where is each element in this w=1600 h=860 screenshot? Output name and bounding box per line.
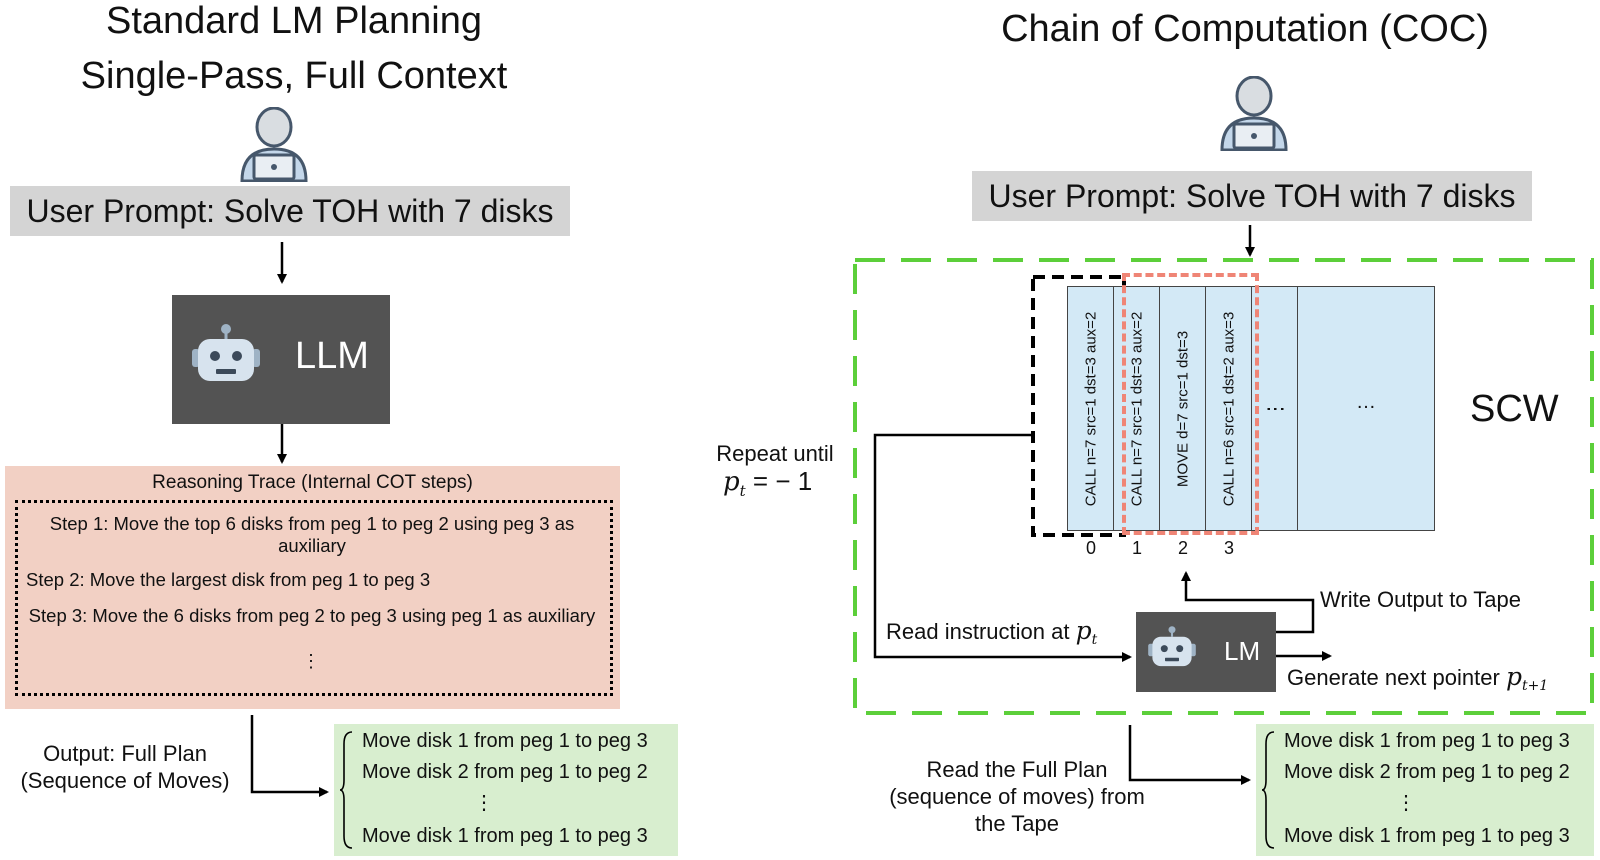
tape-cell-2: MOVE d=7 src=1 dst=3: [1160, 287, 1206, 530]
read-plan-line1: Read the Full Plan: [926, 757, 1108, 782]
arrow-repeat-loop: [873, 433, 1132, 662]
arrow-to-output-plan: [250, 715, 329, 797]
robot-icon: [1148, 626, 1196, 667]
tape-cell-4-text: ⋮: [1264, 398, 1286, 419]
tape: CALL n=7 src=1 dst=3 aux=2 CALL n=7 src=…: [1067, 286, 1435, 531]
left-plan-brace: [340, 731, 353, 849]
left-title-line1: Standard LM Planning: [105, 0, 483, 42]
right-user-prompt: User Prompt: Solve TOH with 7 disks: [972, 171, 1532, 221]
right-plan-brace: [1262, 731, 1275, 849]
tape-cell-0: CALL n=7 src=1 dst=3 aux=2: [1068, 287, 1114, 530]
tape-index-3: 3: [1223, 538, 1234, 558]
repeat-label: Repeat until: [716, 441, 834, 466]
reasoning-trace-box: Reasoning Trace (Internal COT steps) Ste…: [5, 466, 620, 709]
right-title: Chain of Computation (COC): [1001, 8, 1489, 50]
scw-border: [853, 258, 1594, 715]
left-output-label-line1: Output: Full Plan: [43, 741, 207, 766]
llm-block: LLM: [172, 295, 390, 424]
tape-cell-4: ⋮: [1252, 287, 1298, 530]
read-plan-label: Read the Full Plan (sequence of moves) f…: [872, 756, 1162, 837]
read-plan-line2: (sequence of moves) from: [889, 784, 1145, 809]
left-plan-move-last: Move disk 1 from peg 1 to peg 3: [362, 825, 648, 847]
tape-cell-5: …: [1298, 287, 1434, 530]
left-plan-ellipsis: ⋮: [474, 792, 494, 814]
user-icon: [240, 107, 308, 182]
tape-cell-3: CALL n=6 src=1 dst=2 aux=3: [1206, 287, 1252, 530]
generate-pointer-var: p: [1505, 662, 1522, 691]
read-plan-line3: the Tape: [974, 811, 1059, 836]
generate-pointer-sub: t+1: [1521, 678, 1549, 695]
read-instruction-text: Read instruction at: [886, 619, 1070, 644]
right-plan-move-last: Move disk 1 from peg 1 to peg 3: [1284, 825, 1570, 847]
read-pointer-sub: t: [1091, 632, 1098, 649]
cot-step-3: Step 3: Move the 6 disks from peg 2 to p…: [28, 605, 596, 626]
tape-index-0: 0: [1085, 538, 1096, 558]
cot-steps-box: Step 1: Move the top 6 disks from peg 1 …: [15, 500, 613, 696]
tape-cell-0-text: CALL n=7 src=1 dst=3 aux=2: [1082, 311, 1099, 506]
repeat-formula: pt = − 1: [723, 466, 813, 501]
arrow-read-plan: [1128, 725, 1251, 785]
llm-label: LLM: [295, 335, 369, 377]
left-output-label-line2: (Sequence of Moves): [20, 768, 230, 793]
cot-step-1: Step 1: Move the top 6 disks from peg 1 …: [49, 513, 575, 556]
tape-index-2: 2: [1177, 538, 1188, 558]
arrow-write-output: [1181, 571, 1315, 634]
lm-label: LM: [1224, 636, 1261, 666]
tape-cell-5-text: …: [1356, 391, 1376, 413]
left-user-prompt: User Prompt: Solve TOH with 7 disks: [10, 186, 570, 236]
left-plan-box: Move disk 1 from peg 1 to peg 3 Move dis…: [334, 724, 678, 856]
cot-step-2: Step 2: Move the largest disk from peg 1…: [26, 569, 431, 590]
left-title-line2: Single-Pass, Full Context: [80, 55, 508, 97]
write-output-label: Write Output to Tape: [1320, 587, 1521, 612]
left-output-label: Output: Full Plan (Sequence of Moves): [0, 740, 250, 794]
right-plan-box: Move disk 1 from peg 1 to peg 3 Move dis…: [1256, 724, 1594, 856]
lm-block: LM: [1136, 612, 1276, 692]
cot-ellipsis: ⋮: [302, 651, 320, 671]
trace-title: Reasoning Trace (Internal COT steps): [152, 472, 473, 493]
read-instruction-label: Read instruction at pt: [886, 616, 1097, 648]
left-plan-move-1: Move disk 1 from peg 1 to peg 3: [362, 730, 648, 752]
read-pointer-var: p: [1075, 616, 1092, 645]
right-plan-ellipsis: ⋮: [1396, 792, 1416, 814]
robot-icon: [192, 324, 260, 381]
generate-pointer-label: Generate next pointer pt+1: [1287, 662, 1548, 694]
tape-index-1: 1: [1131, 538, 1142, 558]
tape-cell-1: CALL n=7 src=1 dst=3 aux=2: [1114, 287, 1160, 530]
user-icon: [1220, 76, 1288, 151]
right-plan-move-1: Move disk 1 from peg 1 to peg 3: [1284, 730, 1570, 752]
context-window: [1122, 273, 1259, 535]
scw-label: SCW: [1470, 388, 1559, 430]
left-plan-move-2: Move disk 2 from peg 1 to peg 2: [362, 761, 648, 783]
right-plan-move-2: Move disk 2 from peg 1 to peg 2: [1284, 761, 1570, 783]
generate-pointer-text: Generate next pointer: [1287, 665, 1500, 690]
